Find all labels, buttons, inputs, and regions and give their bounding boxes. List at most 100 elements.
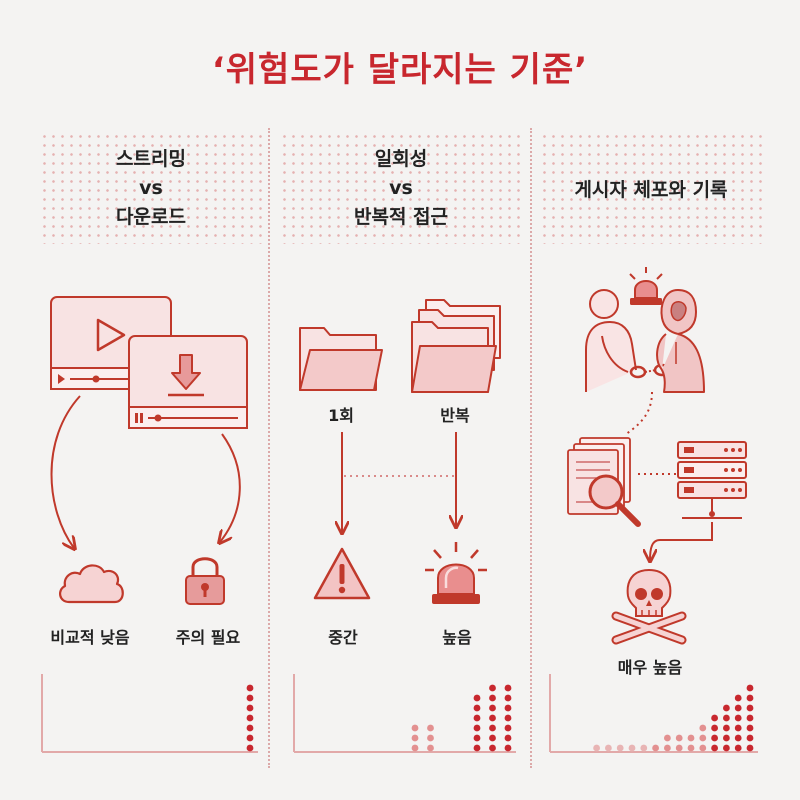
chart-bar [699, 724, 707, 752]
chart-dot [246, 744, 254, 752]
chart-bar [628, 744, 636, 752]
column-1-heading: 스트리밍 vs 다운로드 [40, 145, 262, 232]
siren-icon [629, 267, 663, 305]
chart-dot [246, 714, 254, 722]
arrow-server-to-skull [650, 522, 713, 560]
chart-dot [504, 714, 512, 722]
header-dot-band-3 [540, 132, 762, 244]
chart-dot [504, 724, 512, 732]
chart-dot [489, 704, 496, 712]
chart-bar [616, 744, 624, 752]
skull-crossbones-icon [611, 568, 687, 645]
column-divider-2 [530, 128, 532, 768]
chart-dot [746, 694, 754, 702]
chart-dot [593, 744, 600, 752]
dotted-link-arrest-to-records [625, 391, 653, 435]
chart-dot [246, 734, 254, 742]
chart-bar [746, 684, 754, 752]
chart-dot [723, 724, 730, 732]
chart-bar [473, 694, 481, 752]
chart-dot [687, 734, 695, 742]
chart-dot [723, 714, 730, 722]
chart-dot [489, 724, 496, 732]
chart-dot [664, 734, 671, 742]
chart-dot [734, 724, 742, 732]
chart-dot [711, 744, 718, 752]
chart-dot [427, 724, 434, 732]
chart-dot [746, 744, 754, 752]
risk-dot-chart-1 [41, 674, 258, 753]
column-1-right-label: 주의 필요 [175, 628, 241, 647]
chart-dot [628, 744, 636, 752]
chart-dot [605, 744, 612, 752]
heading-line: 일회성 [374, 148, 428, 170]
heading-line: vs [139, 177, 163, 199]
chart-dot [699, 744, 707, 752]
chart-bar [411, 724, 419, 752]
chart-dot [652, 744, 659, 752]
chart-bar [427, 724, 434, 752]
chart-bar [723, 704, 730, 752]
column-2-heading: 일회성 vs 반복적 접근 [280, 145, 522, 232]
chart-dot [664, 744, 671, 752]
chart-bar [246, 684, 254, 752]
heading-line: 다운로드 [116, 206, 186, 228]
arrow-download-to-lock [220, 433, 241, 542]
column-3-result-label: 매우 높음 [617, 658, 683, 677]
padlock-icon [185, 557, 225, 605]
chart-dot [734, 694, 742, 702]
chart-dot [723, 734, 730, 742]
chart-dot [687, 744, 695, 752]
chart-dot [504, 704, 512, 712]
chart-dot [699, 724, 707, 732]
header-dot-band-2 [280, 132, 522, 244]
document-magnifier-icon [567, 437, 641, 527]
chart-dot [473, 704, 481, 712]
chart-bar [711, 714, 718, 752]
folder-icon [299, 327, 383, 391]
chart-dot [246, 694, 254, 702]
warning-triangle-icon [313, 547, 371, 600]
chart-dot [711, 734, 718, 742]
chart-dot [411, 744, 419, 752]
chart-dot [616, 744, 624, 752]
chart-dot [640, 744, 648, 752]
cloud-icon [59, 564, 124, 604]
chart-bar [664, 734, 671, 752]
column-2-right-label: 높음 [442, 628, 472, 647]
chart-dot [489, 714, 496, 722]
heading-line: vs [389, 177, 413, 199]
chart-bar [640, 744, 648, 752]
chart-dot [473, 724, 481, 732]
arrest-handcuffs-icon [585, 288, 705, 393]
chart-dot [504, 744, 512, 752]
heading-line: 반복적 접근 [353, 206, 448, 228]
chart-dot [427, 734, 434, 742]
chart-dot [746, 724, 754, 732]
heading-line: 게시자 체포와 기록 [574, 179, 728, 201]
chart-dot [489, 694, 496, 702]
chart-dot [734, 714, 742, 722]
chart-dot [734, 704, 742, 712]
chart-dot [411, 724, 419, 732]
chart-dot [473, 744, 481, 752]
chart-bar [504, 684, 512, 752]
risk-dot-chart-3 [549, 674, 758, 753]
chart-dot [746, 704, 754, 712]
siren-icon [425, 542, 487, 604]
chart-dot [746, 714, 754, 722]
chart-dot [734, 744, 742, 752]
chart-dot [473, 734, 481, 742]
column-3-heading: 게시자 체포와 기록 [540, 176, 762, 205]
chart-dot [711, 724, 718, 732]
chart-dot [723, 704, 730, 712]
chart-dot [411, 734, 419, 742]
folder-many-label: 반복 [440, 406, 470, 425]
chart-dot [504, 684, 512, 692]
chart-dot [489, 734, 496, 742]
chart-dot [473, 714, 481, 722]
risk-dot-chart-2 [293, 674, 516, 753]
chart-dot [675, 744, 683, 752]
chart-dot [489, 744, 496, 752]
page-title: ‘위험도가 달라지는 기준’ [211, 50, 589, 90]
